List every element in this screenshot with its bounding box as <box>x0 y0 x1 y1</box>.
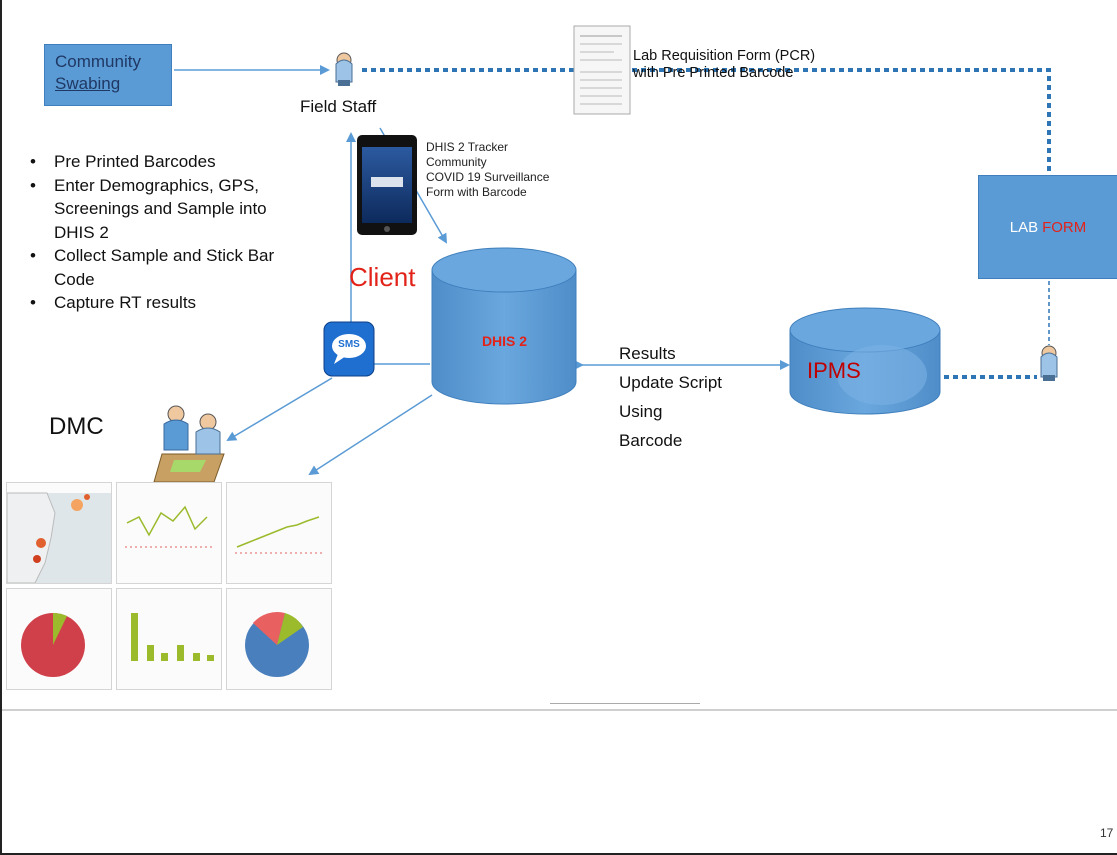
results-line2: Update Script <box>619 373 722 392</box>
dmc-label: DMC <box>49 413 104 440</box>
lab-staff-person-icon <box>1040 345 1058 381</box>
results-line3: Using <box>619 402 663 421</box>
process-bullet-list: Pre Printed Barcodes Enter Demographics,… <box>28 150 278 315</box>
meeting-people-icon <box>153 405 225 483</box>
results-line1: Results <box>619 344 676 363</box>
results-line4: Barcode <box>619 431 683 450</box>
lab-box-part2: FORM <box>1042 218 1087 236</box>
bullet-item: Capture RT results <box>28 291 278 315</box>
bullet-item: Enter Demographics, GPS, Screenings and … <box>28 174 278 245</box>
lab-requisition-text: Lab Requisition Form (PCR) with Pre Prin… <box>633 48 815 82</box>
dashboard-map-panel <box>6 482 112 584</box>
arrow-sms-to-dmc <box>226 377 333 442</box>
community-box-line1: Community <box>55 52 141 71</box>
lab-box-part1: LAB <box>1009 218 1039 236</box>
dashboard-trend-chart-panel <box>226 482 332 584</box>
dashboard-line-chart-panel <box>116 482 222 584</box>
field-staff-person-icon <box>335 52 353 86</box>
lab-req-line2: with Pre Printed Barcode <box>633 65 794 81</box>
dhis2-database <box>431 247 577 405</box>
lab-req-line1: Lab Requisition Form (PCR) <box>633 48 816 64</box>
bullet-item: Pre Printed Barcodes <box>28 150 278 174</box>
bullet-item: Collect Sample and Stick Bar Code <box>28 244 278 291</box>
dashboard-donut-chart-panel <box>226 588 332 690</box>
lab-form-box: LAB FORM <box>978 175 1117 279</box>
tracker-line4: Form with Barcode <box>426 185 527 199</box>
content-separator <box>2 709 1117 711</box>
results-update-text: Results Update Script Using Barcode <box>619 339 722 455</box>
field-staff-label: Field Staff <box>300 97 377 116</box>
dhis2-label: DHIS 2 <box>481 333 528 349</box>
phone-icon <box>357 135 417 235</box>
tracker-line1: DHIS 2 Tracker <box>426 140 509 154</box>
ipms-label: IPMS <box>807 358 861 383</box>
page-number: 17 <box>1100 826 1114 840</box>
tracker-form-description: DHIS 2 Tracker Community COVID 19 Survei… <box>426 140 586 200</box>
separator-handle <box>550 703 700 704</box>
lab-form-document-icon <box>573 25 631 115</box>
community-box-line2: Swabing <box>55 74 121 93</box>
client-label: Client <box>349 262 416 292</box>
dashboard-thumbnails <box>6 482 336 692</box>
tracker-line2: Community <box>426 155 487 169</box>
tracker-line3: COVID 19 Surveillance <box>426 170 550 184</box>
dashboard-bar-chart-panel <box>116 588 222 690</box>
sms-icon <box>323 321 375 377</box>
arrow-dhis-to-dashboard <box>308 394 433 476</box>
community-swabing-box: Community Swabing <box>44 44 172 106</box>
dashboard-pie-chart-panel <box>6 588 112 690</box>
sms-icon-label: SMS <box>338 339 360 350</box>
ipms-database <box>789 307 941 415</box>
